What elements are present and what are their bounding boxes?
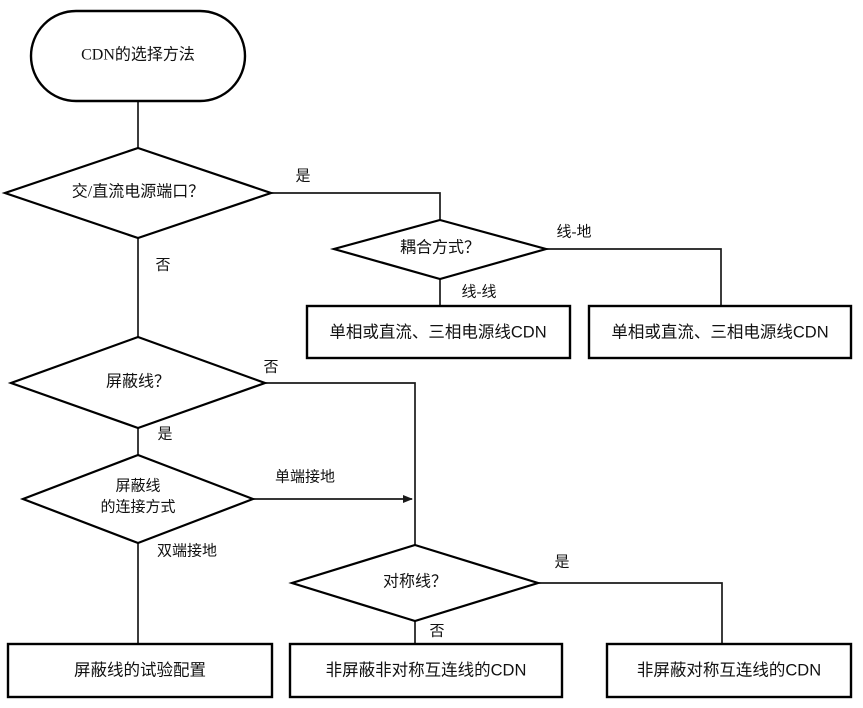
connector-symmetric-yes — [538, 582, 723, 644]
edge-label-layer: 是 否 线-地 线-线 否 是 单端接地 双端接地 是 否 — [155, 168, 591, 639]
box-shielded-setup-shape — [6, 642, 274, 699]
start-terminator-shape — [29, 9, 247, 103]
box-power-cdn-left-label: 单相或直流、三相电源线CDN — [329, 322, 546, 341]
box-unshielded-sym-label: 非屏蔽对称互连线的CDN — [637, 660, 821, 679]
connector-power-port-yes — [271, 192, 441, 220]
box-power-cdn-right-shape — [587, 304, 853, 360]
edge-label-coupling-line-line: 线-线 — [462, 283, 497, 300]
node-decision-symmetric[interactable]: 对称线？ — [288, 543, 542, 623]
decision-coupling-shape — [329, 218, 551, 281]
edge-label-shielded-yes: 是 — [157, 426, 172, 442]
box-shielded-setup-label: 屏蔽线的试验配置 — [74, 660, 206, 679]
decision-symmetric-shape — [288, 543, 542, 623]
box-power-cdn-right-label: 单相或直流、三相电源线CDN — [611, 322, 828, 341]
node-box-unshielded-sym[interactable]: 非屏蔽对称互连线的CDN — [605, 642, 853, 699]
edge-label-power-port-no: 否 — [155, 257, 170, 273]
node-box-power-cdn-left[interactable]: 单相或直流、三相电源线CDN — [305, 304, 572, 360]
edge-label-shield-single-ground: 单端接地 — [275, 468, 335, 485]
edge-label-coupling-line-ground: 线-地 — [557, 223, 592, 240]
edge-label-shielded-no: 否 — [263, 359, 278, 375]
connector-coupling-line-ground — [546, 248, 722, 306]
node-decision-shield-connection[interactable]: 屏蔽线 的连接方式 — [19, 453, 257, 545]
decision-power-port-shape — [1, 146, 275, 240]
node-decision-coupling[interactable]: 耦合方式？ — [329, 218, 551, 281]
decision-shield-connection-label-line2: 的连接方式 — [100, 498, 175, 515]
node-box-power-cdn-right[interactable]: 单相或直流、三相电源线CDN — [587, 304, 853, 360]
decision-coupling-label: 耦合方式？ — [400, 239, 480, 257]
edge-label-symmetric-yes: 是 — [554, 554, 569, 570]
connector-layer — [137, 101, 723, 644]
box-unshielded-sym-shape — [605, 642, 853, 699]
node-start-terminator[interactable]: CDN的选择方法 — [29, 9, 247, 103]
decision-shield-connection-shape — [19, 453, 257, 545]
decision-shielded-label: 屏蔽线？ — [106, 373, 170, 391]
box-unshielded-asym-shape — [288, 642, 564, 699]
box-unshielded-asym-label: 非屏蔽非对称互连线的CDN — [326, 660, 527, 679]
edge-label-symmetric-no: 否 — [429, 623, 444, 639]
decision-shield-connection-label-line1: 屏蔽线 — [115, 477, 160, 494]
edge-label-power-port-yes: 是 — [295, 168, 310, 184]
node-decision-power-port[interactable]: 交/直流电源端口？ — [1, 146, 275, 240]
connector-shielded-no — [265, 382, 416, 545]
decision-power-port-label: 交/直流电源端口？ — [72, 183, 204, 201]
decision-shielded-shape — [7, 335, 269, 430]
decision-symmetric-label: 对称线？ — [383, 573, 447, 591]
box-power-cdn-left-shape — [305, 304, 572, 360]
edge-label-shield-double-ground: 双端接地 — [157, 542, 217, 559]
node-decision-shielded[interactable]: 屏蔽线？ — [7, 335, 269, 430]
node-box-unshielded-asym[interactable]: 非屏蔽非对称互连线的CDN — [288, 642, 564, 699]
node-box-shielded-setup[interactable]: 屏蔽线的试验配置 — [6, 642, 274, 699]
start-terminator-label: CDN的选择方法 — [81, 46, 195, 64]
